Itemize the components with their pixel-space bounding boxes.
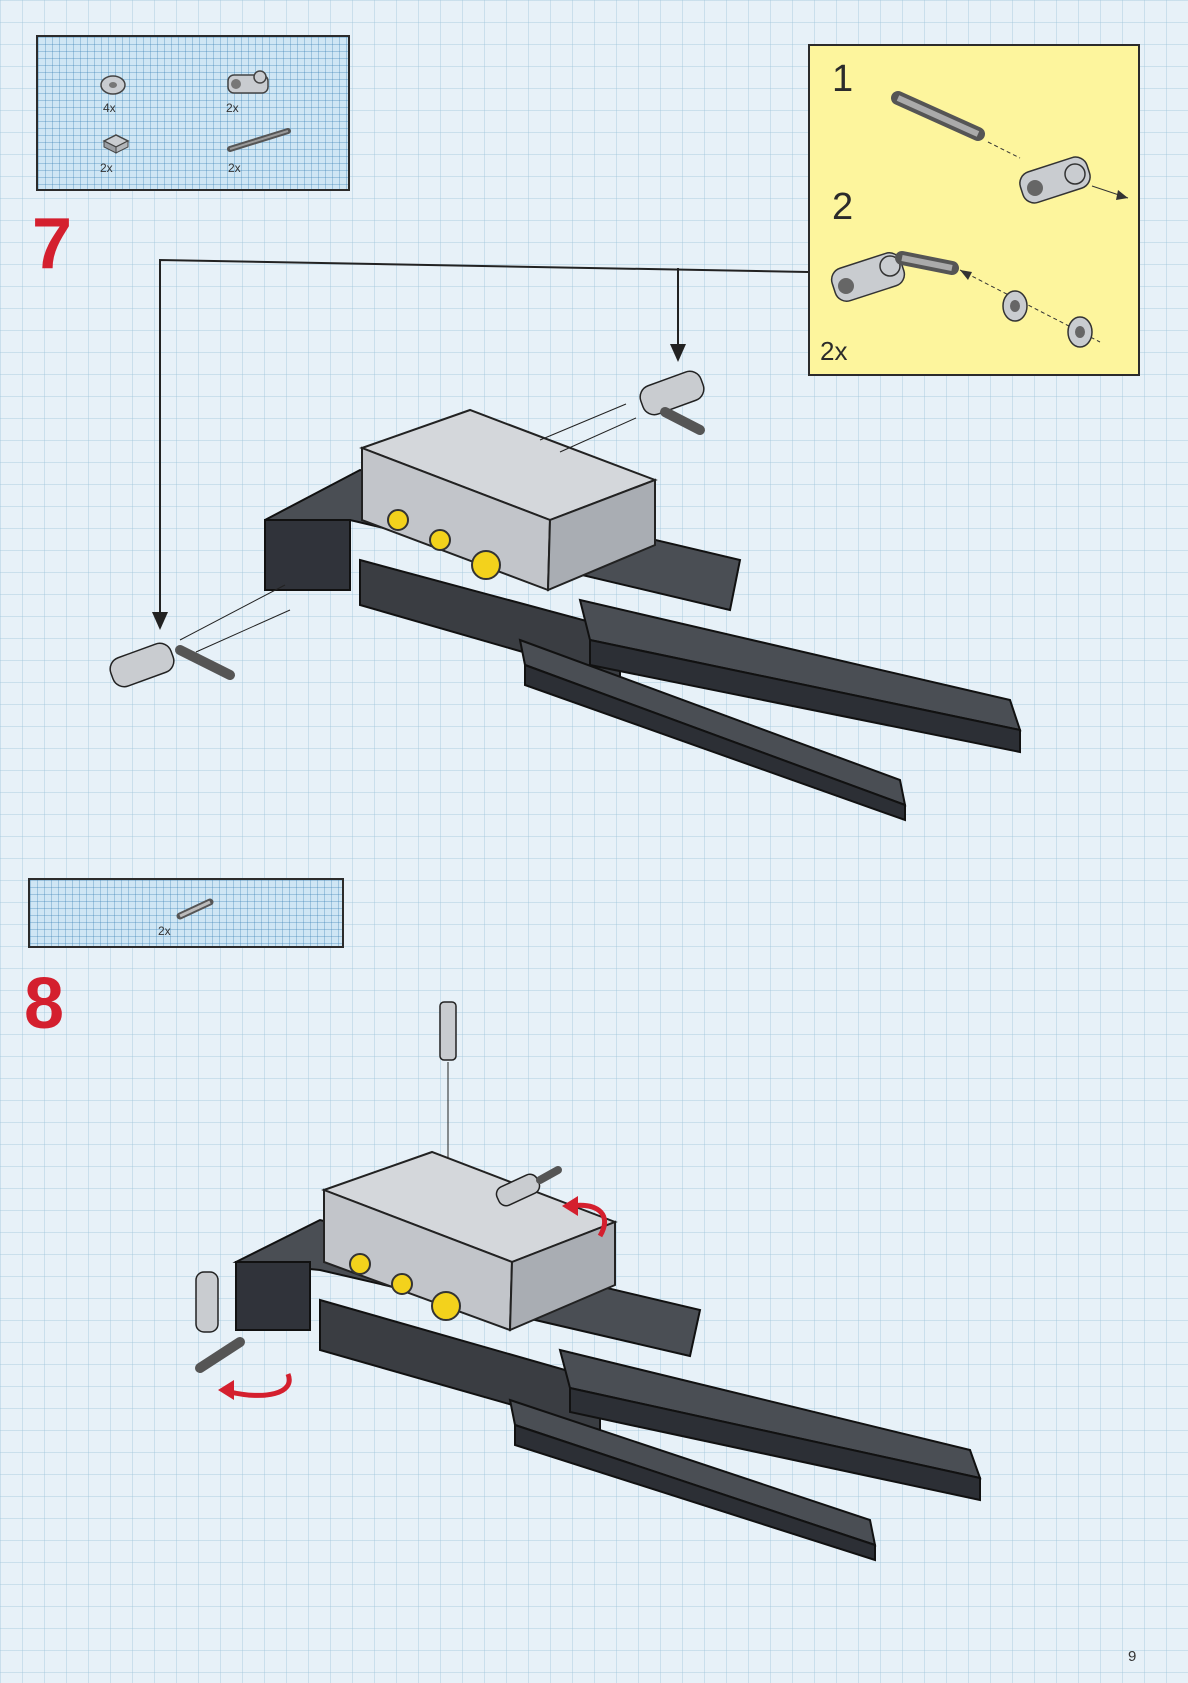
bush-icon <box>1068 317 1092 347</box>
axle-pin-connector-icon <box>196 1272 240 1368</box>
step-number: 7 <box>32 208 72 280</box>
step7-parts-panel: 4x 2x 2x 2x <box>36 35 350 191</box>
subassembly-drawing <box>810 46 1138 374</box>
axle-pin-connector-icon <box>829 250 952 305</box>
axle-pin-connector-icon <box>228 71 268 93</box>
chassis <box>236 1220 980 1560</box>
cylinder-yellow <box>432 1292 460 1320</box>
part-qty: 4x <box>103 101 116 115</box>
axle-icon <box>230 131 288 149</box>
cylinder-yellow <box>430 530 450 550</box>
bush-icon <box>101 76 125 94</box>
axle-pin-connector-icon <box>1017 154 1093 206</box>
axle-pin-connector-icon <box>107 640 230 690</box>
part-qty: 2x <box>226 101 239 115</box>
substep-number: 2 <box>832 188 853 226</box>
step8-parts-panel: 2x <box>28 878 344 948</box>
axle-pin-connector-icon <box>494 1170 558 1208</box>
callout-line <box>160 260 808 618</box>
chassis <box>265 470 1020 820</box>
callout-arrowhead <box>670 344 686 362</box>
substep-number: 1 <box>832 60 853 98</box>
rotation-arrow <box>562 1196 605 1236</box>
cylinder-yellow <box>392 1274 412 1294</box>
page-number: 9 <box>1128 1648 1136 1665</box>
part-qty: 2x <box>158 924 171 938</box>
step-number: 8 <box>24 968 64 1040</box>
cylinder-yellow <box>350 1254 370 1274</box>
plate-1x1-icon <box>104 135 128 153</box>
axle-icon <box>898 98 978 134</box>
engine-block <box>362 410 655 590</box>
callout-arrowhead <box>152 612 168 630</box>
step8-parts-drawing <box>30 880 342 946</box>
cylinder-yellow <box>388 510 408 530</box>
step7-parts-drawing <box>38 37 348 189</box>
bush-icon <box>1003 291 1027 321</box>
subassembly-panel: 1 2 2x <box>808 44 1140 376</box>
part-qty: 2x <box>100 161 113 175</box>
pin-icon <box>440 1002 456 1180</box>
part-qty: 2x <box>228 161 241 175</box>
subassembly-qty: 2x <box>820 336 847 367</box>
engine-block <box>324 1152 615 1330</box>
axle-pin-connector-icon <box>637 368 707 430</box>
pin-icon <box>180 902 210 916</box>
cylinder-yellow <box>472 551 500 579</box>
rotation-arrow <box>218 1374 289 1400</box>
